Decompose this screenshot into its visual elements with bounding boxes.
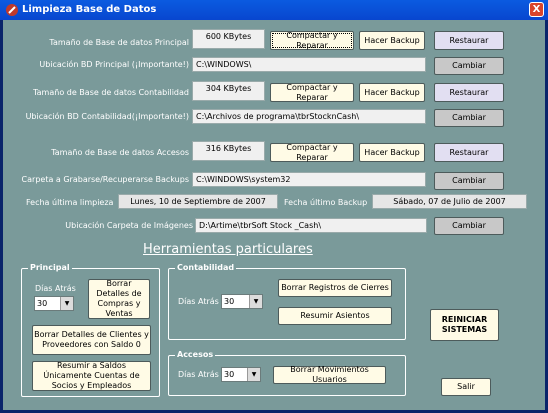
backup-folder-change-button[interactable]: Cambiar <box>434 172 504 190</box>
contabilidad-backup-button[interactable]: Hacer Backup <box>359 83 425 102</box>
contabilidad-days-value: 30 <box>224 297 235 306</box>
last-backup-field: Sábado, 07 de Julio de 2007 <box>372 194 527 209</box>
main-panel: Tamaño de Base de datos Principal 600 KB… <box>3 20 545 410</box>
contabilidad-restore-button[interactable]: Restaurar <box>434 83 504 102</box>
accesos-days-label: Días Atrás <box>178 370 219 379</box>
tools-heading: Herramientas particulares <box>143 242 313 257</box>
summarize-accounts-button[interactable]: Resumir a Saldos Únicamente Cuentas de S… <box>32 361 151 391</box>
delete-clients-suppliers-button[interactable]: Borrar Detalles de Clientes y Proveedore… <box>32 325 151 355</box>
contabilidad-change-button[interactable]: Cambiar <box>434 109 504 127</box>
accesos-restore-button[interactable]: Restaurar <box>434 143 504 162</box>
close-button[interactable]: X <box>529 2 544 17</box>
last-clean-label: Fecha última limpieza <box>26 198 114 207</box>
reset-systems-button[interactable]: REINICIAR SISTEMAS <box>430 309 499 341</box>
images-folder-label: Ubicación Carpeta de Imágenes <box>65 221 193 230</box>
accesos-tools-legend: Accesos <box>175 350 216 359</box>
contabilidad-tools-group: Contabilidad Días Atrás 30 ▼ Borrar Regi… <box>168 263 406 340</box>
chevron-down-icon[interactable]: ▼ <box>247 368 260 381</box>
contabilidad-size-label: Tamaño de Base de datos Contabilidad <box>33 88 189 97</box>
principal-days-value: 30 <box>37 299 48 308</box>
last-backup-label: Fecha último Backup <box>284 198 368 207</box>
accesos-compact-button[interactable]: Compactar y Reparar <box>270 143 354 162</box>
principal-days-label: Días Atrás <box>35 284 76 293</box>
contabilidad-tools-legend: Contabilidad <box>175 263 237 272</box>
accesos-backup-button[interactable]: Hacer Backup <box>359 143 425 162</box>
images-folder-field[interactable]: D:\Artime\tbrSoft Stock _Cash\ <box>195 218 427 233</box>
principal-change-button[interactable]: Cambiar <box>434 57 504 75</box>
window-title: Limpieza Base de Datos <box>22 4 157 15</box>
accesos-tools-group: Accesos Días Atrás 30 ▼ Borrar Movimient… <box>168 350 406 396</box>
app-icon <box>6 4 18 16</box>
accesos-size-field: 316 KBytes <box>192 141 265 161</box>
contabilidad-size-field: 304 KBytes <box>192 81 265 101</box>
chevron-down-icon[interactable]: ▼ <box>249 295 262 308</box>
last-clean-field: Lunes, 10 de Septiembre de 2007 <box>118 194 278 209</box>
principal-compact-button[interactable]: Compactar y Reparar <box>270 31 354 50</box>
principal-location-field[interactable]: C:\WINDOWS\ <box>192 57 426 72</box>
accesos-days-value: 30 <box>224 370 235 379</box>
principal-restore-button[interactable]: Restaurar <box>434 31 504 50</box>
principal-tools-group: Principal Días Atrás 30 ▼ Borrar Detalle… <box>21 263 160 397</box>
images-folder-change-button[interactable]: Cambiar <box>434 217 504 235</box>
principal-days-select[interactable]: 30 ▼ <box>34 296 74 311</box>
title-bar[interactable]: Limpieza Base de Datos X <box>0 0 548 20</box>
principal-size-field: 600 KBytes <box>192 29 265 49</box>
principal-backup-button[interactable]: Hacer Backup <box>359 31 425 50</box>
accesos-days-select[interactable]: 30 ▼ <box>221 367 261 382</box>
principal-location-label: Ubicación BD Principal (¡Importante!) <box>39 60 189 69</box>
contabilidad-location-label: Ubicación BD Contabilidad(¡Importante!) <box>25 112 189 121</box>
delete-purchases-sales-button[interactable]: Borrar Detalles de Compras y Ventas <box>88 279 150 319</box>
contabilidad-location-field[interactable]: C:\Archivos de programa\tbrStocknCash\ <box>192 109 426 124</box>
contabilidad-days-label: Días Atrás <box>178 297 219 306</box>
delete-closures-button[interactable]: Borrar Registros de Cierres <box>278 279 392 297</box>
backup-folder-label: Carpeta a Grabarse/Recuperarse Backups <box>21 175 189 184</box>
backup-folder-field[interactable]: C:\WINDOWS\system32 <box>192 172 426 187</box>
contabilidad-days-select[interactable]: 30 ▼ <box>221 294 263 309</box>
summarize-entries-button[interactable]: Resumir Asientos <box>278 307 392 325</box>
principal-size-label: Tamaño de Base de datos Principal <box>49 38 189 47</box>
accesos-size-label: Tamaño de Base de datos Accesos <box>51 148 189 157</box>
contabilidad-compact-button[interactable]: Compactar y Reparar <box>270 83 354 102</box>
delete-user-movements-button[interactable]: Borrar Movimientos Usuarios <box>273 365 386 384</box>
close-icon: X <box>532 4 541 15</box>
exit-button[interactable]: Salir <box>441 378 491 396</box>
chevron-down-icon[interactable]: ▼ <box>60 297 73 310</box>
principal-tools-legend: Principal <box>28 263 72 272</box>
